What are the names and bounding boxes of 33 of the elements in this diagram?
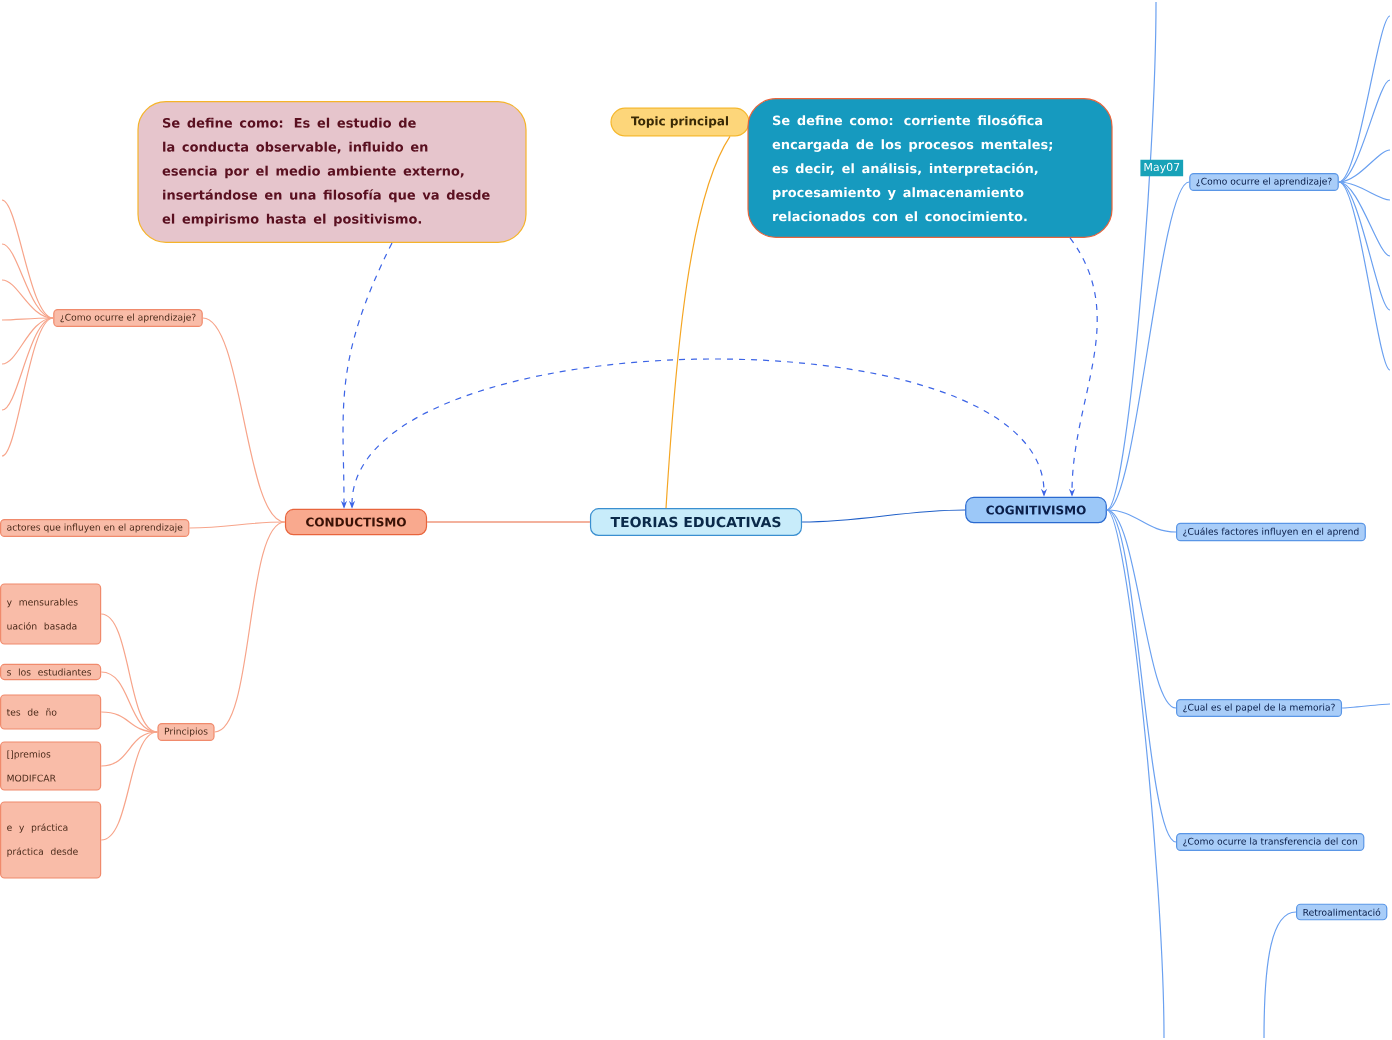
connector-line [1338, 181, 1391, 201]
connector-line [188, 521, 286, 529]
connector-line [1106, 181, 1190, 511]
connector-line [1341, 703, 1391, 709]
connector-line [1106, 509, 1165, 1039]
connector-line [100, 613, 158, 733]
connector-line [1338, 79, 1391, 183]
connector-line [1338, 149, 1391, 183]
connector-line [1106, 509, 1177, 533]
connector-line [1338, 181, 1391, 371]
connector-line [1, 317, 54, 321]
connector-line [801, 509, 966, 523]
connector-line [1338, 181, 1391, 257]
connector-line [100, 711, 158, 733]
connector-line [1, 317, 54, 365]
connector-line [100, 731, 158, 841]
connector-line [1, 279, 54, 319]
connector-line [1, 243, 54, 319]
connector-line [1338, 181, 1391, 311]
connector-line [202, 317, 286, 523]
connector-line [1106, 509, 1177, 843]
connector-line [214, 521, 286, 733]
connector-line [1, 199, 54, 319]
connector-line [1, 317, 54, 457]
connector-line [1106, 509, 1177, 709]
connector-line [1263, 911, 1297, 1039]
connector-line [1, 317, 54, 411]
connector-line [665, 135, 731, 509]
connector-line [426, 521, 591, 523]
connector-line [100, 731, 158, 767]
connector-line [1338, 15, 1391, 183]
connector-line [1106, 1, 1157, 511]
connector-line [100, 671, 158, 733]
